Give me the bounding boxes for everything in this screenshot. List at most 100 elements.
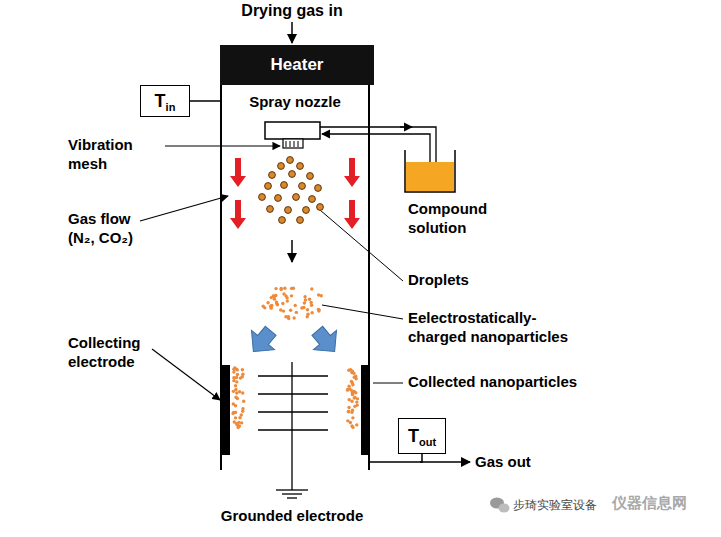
nanoparticle: [290, 287, 293, 290]
nanoparticle: [351, 416, 354, 419]
droplet: [267, 206, 274, 213]
part-label: Vibration mesh: [68, 136, 163, 174]
nanoparticle: [347, 410, 350, 413]
nanoparticle: [273, 297, 276, 300]
part-label: Collected nanoparticles: [408, 373, 577, 392]
node-text: in: [166, 101, 176, 113]
ground-symbol: [276, 489, 308, 490]
node-text: Heater: [271, 55, 324, 75]
mesh-line: [294, 141, 295, 147]
watermark: 仪器信息网: [612, 494, 687, 513]
droplet: [299, 183, 306, 190]
nanoparticle: [354, 391, 357, 394]
part-label: Gas out: [475, 453, 531, 472]
block-arrow: [242, 321, 282, 361]
nanoparticle: [355, 400, 358, 403]
droplet: [315, 185, 322, 192]
nanoparticle: [286, 299, 289, 302]
nanoparticle: [282, 292, 285, 295]
ground-symbol: [287, 497, 297, 498]
nanoparticle: [282, 309, 285, 312]
leader-line: [322, 305, 403, 319]
nanoparticle: [232, 411, 235, 414]
mesh-line: [290, 141, 291, 147]
nanoparticle: [275, 302, 278, 305]
temperature-box: Tout: [398, 418, 446, 454]
droplet: [303, 207, 310, 214]
pointer-arrow: [140, 196, 228, 221]
particles: [231, 157, 359, 430]
nanoparticle: [233, 420, 236, 423]
leader-line: [373, 383, 403, 384]
connector-line: [190, 100, 220, 102]
nanoparticle: [310, 287, 313, 290]
nanoparticle: [242, 400, 245, 403]
nanoparticle: [241, 391, 244, 394]
nanoparticle: [310, 311, 313, 314]
electrode-plate: [258, 429, 328, 430]
nanoparticle: [309, 301, 312, 304]
flow-arrow: [400, 126, 412, 127]
nanoparticle: [235, 368, 238, 371]
nanoparticle: [347, 410, 350, 413]
electrode-plate: [258, 375, 328, 376]
nanoparticle: [240, 421, 243, 424]
block-arrow: [306, 321, 346, 361]
gas-flow-arrows: [230, 158, 360, 229]
node-text: out: [419, 436, 436, 448]
spray-chamber: Spray nozzle Heater: [220, 45, 370, 470]
droplet: [265, 183, 272, 190]
nanoparticle: [354, 377, 357, 380]
node-text: Spray nozzle: [222, 93, 368, 110]
part-label: Eelectrostatically-charged nanoparticles: [408, 309, 593, 347]
nanoparticle: [353, 396, 356, 399]
nanoparticle: [350, 400, 353, 403]
electrode-plate: [258, 393, 328, 394]
droplet: [297, 217, 304, 224]
nanoparticle: [349, 421, 352, 424]
nanoparticle: [355, 403, 358, 406]
droplet: [278, 163, 285, 170]
watermark-icon: [499, 504, 510, 513]
droplet: [317, 204, 324, 211]
droplet: [297, 163, 304, 170]
electrode-rod: [291, 362, 292, 490]
nanoparticle: [289, 309, 292, 312]
nanoparticle: [236, 373, 239, 376]
nanoparticle: [234, 404, 237, 407]
nanoparticle: [294, 304, 297, 307]
gas-flow-arrow: [344, 200, 360, 229]
droplet: [269, 172, 276, 179]
nanoparticle: [351, 426, 354, 429]
watermark: 步琦实验室设备: [513, 498, 597, 513]
gas-in-arrow: [291, 22, 293, 43]
nanoparticle: [232, 370, 235, 373]
nanoparticle: [274, 287, 277, 290]
nanoparticle: [351, 408, 354, 411]
part-label: Droplets: [408, 271, 469, 290]
ground-symbol: [282, 493, 302, 494]
part-label: Gas flow (N₂, CO₂): [68, 210, 153, 248]
part-label: Grounded electrode: [221, 507, 364, 526]
pointer-arrow: [152, 349, 220, 400]
nanoparticle: [272, 295, 275, 298]
nanoparticle: [235, 376, 238, 379]
nanoparticle: [355, 423, 358, 426]
nanoparticle: [317, 293, 320, 296]
nanoparticle: [240, 413, 243, 416]
collecting-electrode: [361, 365, 369, 455]
nanoparticle: [308, 298, 311, 301]
nanoparticle: [295, 311, 298, 314]
nanoparticle: [353, 396, 356, 399]
nanoparticle: [283, 287, 286, 290]
nanoparticle: [348, 387, 351, 390]
pointer-arrow: [165, 145, 280, 146]
nanoparticle: [304, 298, 307, 301]
nanoparticle: [303, 301, 306, 304]
part-label: Collecting electrode: [68, 334, 168, 372]
droplet: [285, 207, 292, 214]
nanoparticle: [351, 393, 354, 396]
nanoparticle: [347, 406, 350, 409]
nanoparticle: [303, 295, 306, 298]
node-text: T: [408, 426, 419, 447]
